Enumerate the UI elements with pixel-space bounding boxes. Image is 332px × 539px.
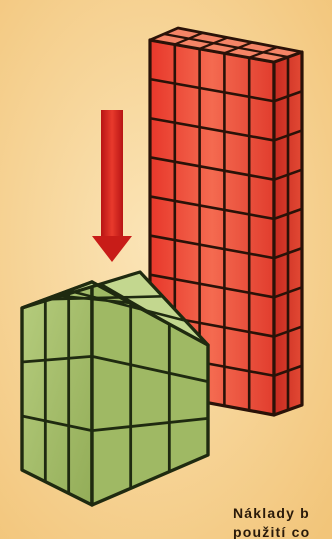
caption-line-1: Náklady b xyxy=(233,505,310,521)
tall-block-side-face xyxy=(274,52,302,415)
caption-line-2: použití co xyxy=(233,524,310,539)
small-cube-left-face xyxy=(22,282,92,505)
small-cube-left-face-fill xyxy=(22,282,92,505)
